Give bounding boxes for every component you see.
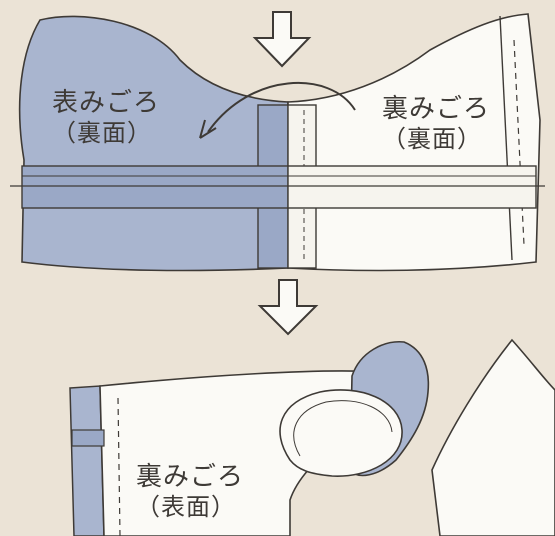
right-seam-stitch [513,39,525,246]
label-top-right: 裏みごろ （裏面） [382,94,490,154]
waist-band-right [287,165,537,209]
bottom-stitch [117,397,121,536]
label-top-left-line1: 表みごろ [52,88,161,118]
shoulder-panel [431,338,555,536]
opening-loop-inner [293,400,393,457]
label-top-right-line1: 裏みごろ [382,94,491,124]
down-arrow-icon [252,11,312,68]
bottom-band-mark [71,429,105,447]
opening-loop [279,389,403,477]
label-bottom-line1: 裏みごろ [136,462,245,492]
down-arrow-icon [257,279,319,336]
curved-arrow-icon [199,82,356,139]
label-top-left-line2: （裏面） [52,119,152,147]
label-bottom: 裏みごろ （表面） [136,462,244,522]
right-seam-edge [499,15,513,261]
bottom-blue-strip [69,385,105,536]
label-top-left: 表みごろ （裏面） [52,88,160,148]
waist-band-left [21,165,289,209]
label-top-right-line2: （裏面） [382,125,482,153]
label-bottom-line2: （表面） [136,493,236,521]
